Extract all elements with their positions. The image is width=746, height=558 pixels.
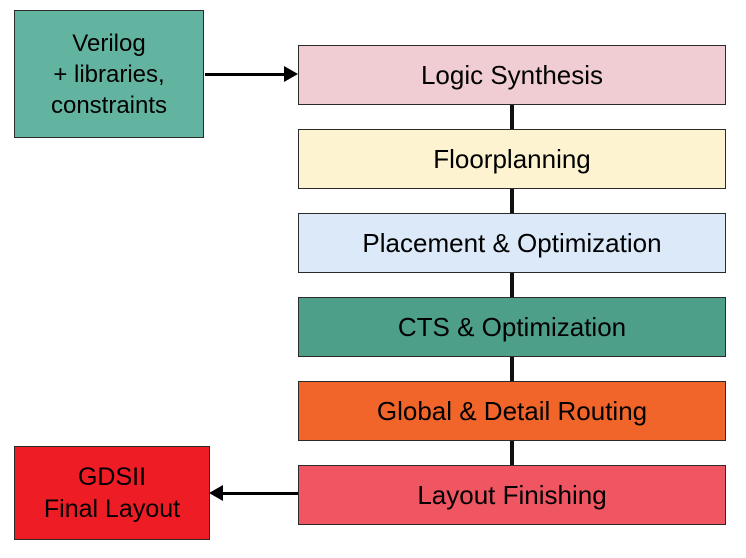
output-box-line-2: Final Layout [43,495,181,523]
connector-line [510,273,514,297]
output-box-gdsii: GDSII Final Layout [14,446,210,540]
connector-line [510,441,514,465]
connector-line [510,105,514,129]
flow-step-logic-synthesis: Logic Synthesis [298,45,726,105]
flow-step-floorplanning: Floorplanning [298,129,726,189]
input-box-line-3: constraints [50,91,168,119]
input-box-verilog: Verilog + libraries, constraints [14,10,204,138]
flow-step-placement-optimization: Placement & Optimization [298,213,726,273]
arrow-shaft [205,73,285,76]
arrowhead-left-icon [209,485,223,501]
flow-step-label: Logic Synthesis [420,59,604,90]
input-box-line-1: Verilog [72,29,146,57]
output-box-line-1: GDSII [77,463,147,491]
connector-line [510,189,514,213]
flow-step-label: CTS & Optimization [397,311,627,342]
flow-step-label: Global & Detail Routing [376,395,648,426]
arrowhead-right-icon [284,66,298,82]
flow-step-cts-optimization: CTS & Optimization [298,297,726,357]
flow-step-label: Layout Finishing [417,479,607,510]
flow-step-layout-finishing: Layout Finishing [298,465,726,525]
arrow-shaft [223,492,298,495]
flow-step-label: Floorplanning [433,143,591,174]
flow-step-global-detail-routing: Global & Detail Routing [298,381,726,441]
flow-step-label: Placement & Optimization [362,227,662,258]
input-box-line-2: + libraries, [53,60,165,88]
connector-line [510,357,514,381]
